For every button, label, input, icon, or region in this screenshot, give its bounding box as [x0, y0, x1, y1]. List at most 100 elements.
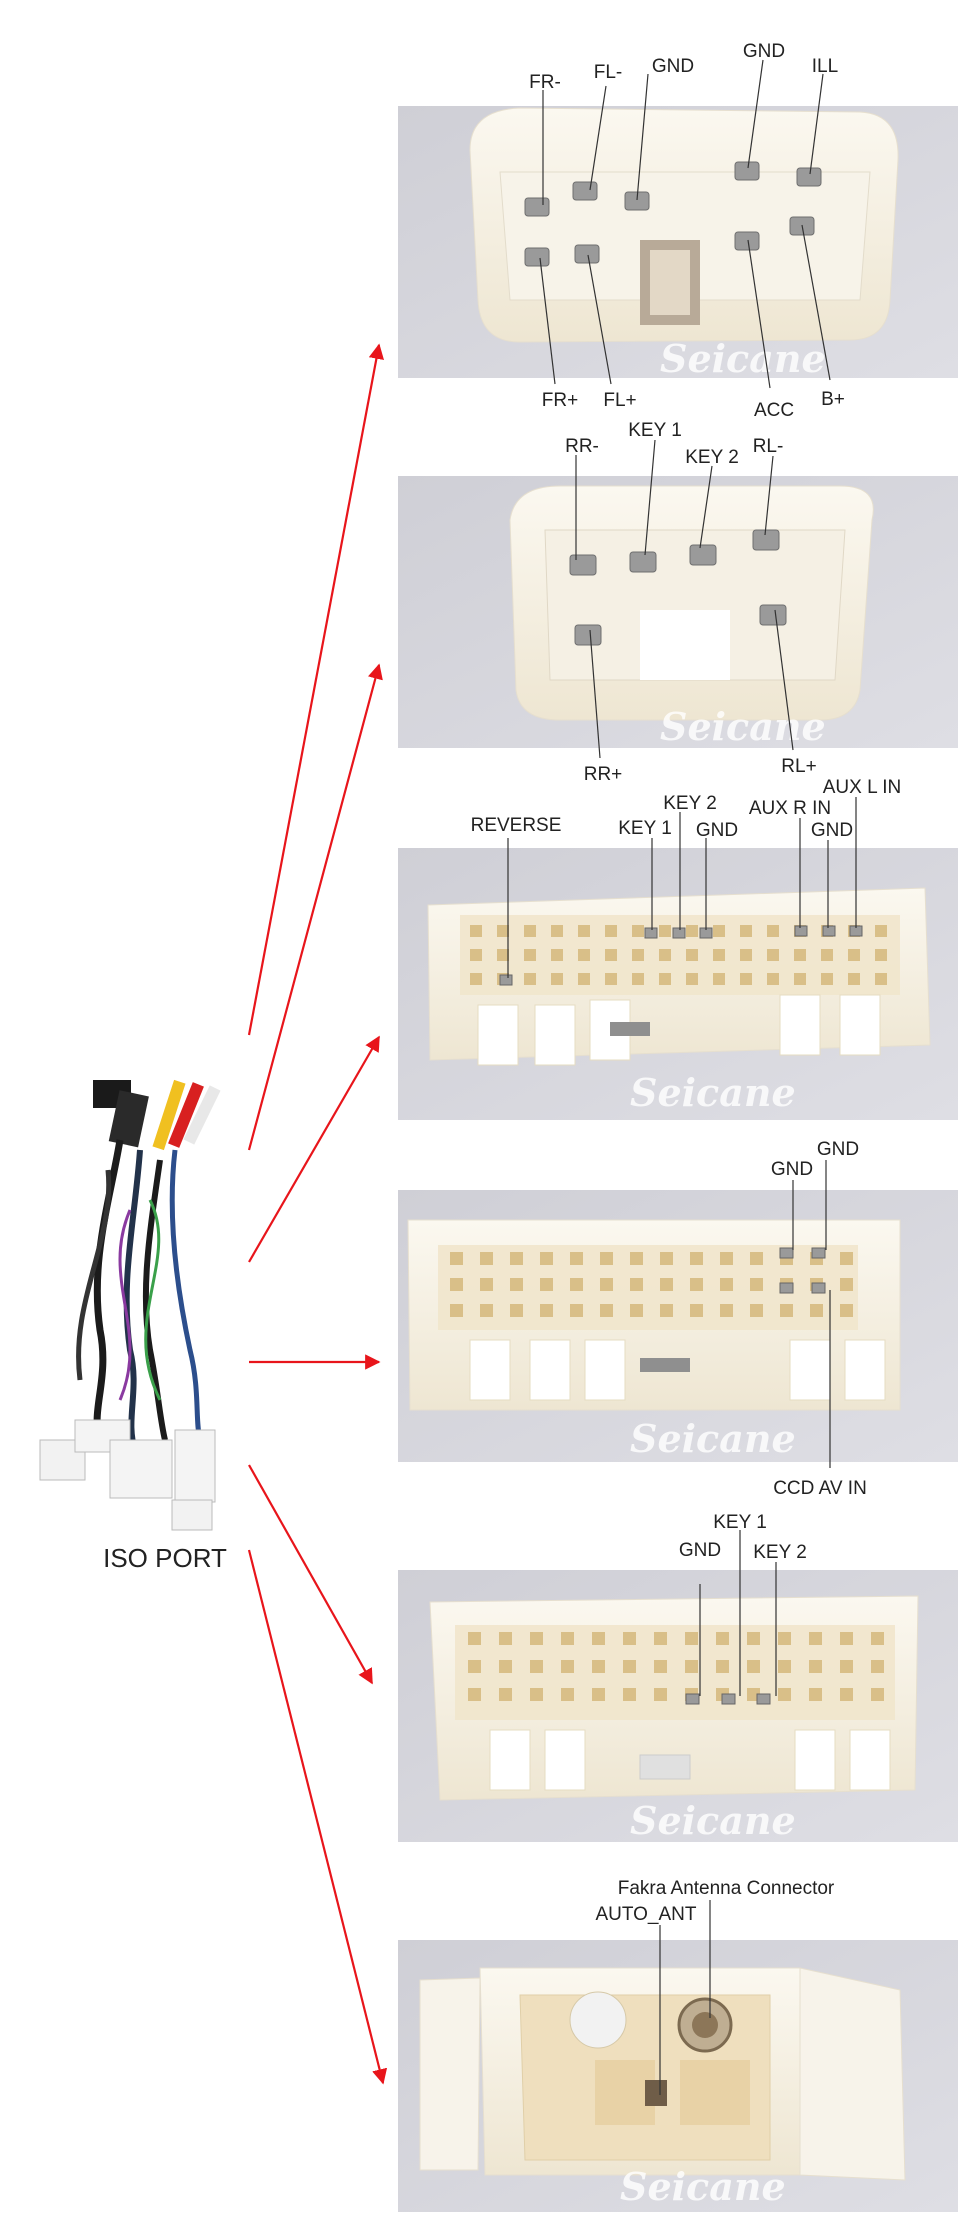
pin-hole	[871, 1632, 884, 1645]
pin-hole	[578, 973, 590, 985]
pin-hole	[875, 973, 887, 985]
pin-hole	[720, 1304, 733, 1317]
pin-hole	[660, 1278, 673, 1291]
label-gnd-a: GND	[771, 1159, 813, 1180]
label-reverse: REVERSE	[471, 815, 562, 836]
pin-hole	[510, 1252, 523, 1265]
pin-hole	[840, 1304, 853, 1317]
connector-5-leaders	[699, 1530, 777, 1696]
pin-hole	[875, 925, 887, 937]
pin-hole	[468, 1660, 481, 1673]
pin-hole	[778, 1632, 791, 1645]
connector-1-leaders	[539, 59, 831, 389]
connector-3-leaders	[507, 797, 857, 978]
pin-hole	[713, 925, 725, 937]
label-key1: KEY 1	[628, 420, 682, 441]
arrow-1	[247, 343, 385, 1036]
pin-hole	[686, 925, 698, 937]
label-fr-plus: FR+	[542, 390, 578, 411]
label-key2: KEY 2	[753, 1542, 807, 1563]
arrow-3	[248, 1035, 380, 1263]
pin-hole	[499, 1660, 512, 1673]
pin-hole	[592, 1660, 605, 1673]
pin-hole	[530, 1688, 543, 1701]
pin-hole	[450, 1304, 463, 1317]
pin-hole	[524, 949, 536, 961]
label-fr-minus: FR-	[529, 72, 561, 93]
connector-6-photo	[398, 1940, 958, 2212]
arrow-5	[248, 1464, 373, 1685]
pin-hole	[592, 1632, 605, 1645]
connector-2-leaders	[575, 439, 794, 759]
pin-hole	[470, 973, 482, 985]
pin-hole	[570, 1278, 583, 1291]
pin-hole	[713, 949, 725, 961]
label-key1: KEY 1	[713, 1512, 767, 1533]
label-aux-l-in: AUX L IN	[823, 777, 902, 798]
pin-hole	[551, 925, 563, 937]
pin-hole	[470, 925, 482, 937]
pin-hole	[600, 1252, 613, 1265]
arrow-2	[247, 663, 383, 1151]
pin-hole	[747, 1632, 760, 1645]
pin-hole	[875, 949, 887, 961]
label-auto-ant: AUTO_ANT	[595, 1904, 696, 1925]
pin-hole	[778, 1688, 791, 1701]
pin-hole	[780, 1304, 793, 1317]
pin-hole	[570, 1252, 583, 1265]
pin-hole	[713, 973, 725, 985]
pin-hole	[632, 973, 644, 985]
pin-hole	[578, 925, 590, 937]
pin-hole	[767, 949, 779, 961]
pin-hole	[561, 1632, 574, 1645]
pin-hole	[660, 1252, 673, 1265]
pin-hole	[630, 1278, 643, 1291]
pin-hole	[659, 949, 671, 961]
label-ill: ILL	[812, 56, 838, 77]
connector-1-photo	[398, 106, 958, 378]
pin-hole	[497, 925, 509, 937]
pin-hole	[809, 1660, 822, 1673]
pin-hole	[686, 973, 698, 985]
pin-hole	[605, 925, 617, 937]
pin-hole	[821, 949, 833, 961]
connector-4-photo	[398, 1190, 958, 1462]
pin-hole	[480, 1278, 493, 1291]
label-key2: KEY 2	[685, 447, 739, 468]
label-rl-plus: RL+	[781, 756, 816, 777]
pin-hole	[632, 949, 644, 961]
pin-hole	[685, 1660, 698, 1673]
pin-hole	[720, 1278, 733, 1291]
label-gnd-b: GND	[811, 820, 853, 841]
pin-hole	[510, 1278, 523, 1291]
pin-hole	[561, 1660, 574, 1673]
pin-hole	[600, 1304, 613, 1317]
connector-4-labels: GND GND CCD AV IN	[771, 1139, 867, 1499]
pin-hole	[659, 925, 671, 937]
pin-hole	[810, 1304, 823, 1317]
pin-hole	[600, 1278, 613, 1291]
pin-hole	[660, 1304, 673, 1317]
pin-hole	[623, 1632, 636, 1645]
pin-hole	[468, 1632, 481, 1645]
pin-hole	[848, 949, 860, 961]
pin-hole	[871, 1688, 884, 1701]
label-b-plus: B+	[821, 389, 845, 410]
pin-hole	[540, 1278, 553, 1291]
pin-hole	[767, 973, 779, 985]
pin-hole	[821, 973, 833, 985]
pin-hole	[551, 973, 563, 985]
label-gnd-b: GND	[817, 1139, 859, 1160]
pin-hole	[524, 973, 536, 985]
iso-port-label: ISO PORT	[103, 1543, 227, 1573]
label-key1: KEY 1	[618, 818, 672, 839]
connector-3-photo	[398, 848, 958, 1120]
label-rr-minus: RR-	[565, 436, 599, 457]
label-gnd-a: GND	[652, 56, 694, 77]
pin-hole	[592, 1688, 605, 1701]
pin-hole	[794, 949, 806, 961]
pin-hole	[654, 1632, 667, 1645]
pin-hole	[750, 1304, 763, 1317]
pin-hole	[480, 1252, 493, 1265]
connector-5-photo	[398, 1570, 958, 1842]
